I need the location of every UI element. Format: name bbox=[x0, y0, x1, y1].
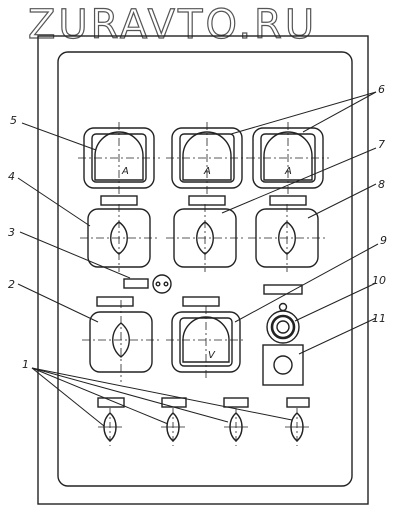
ammeter-right-letter: A bbox=[284, 166, 292, 177]
switch-4 bbox=[80, 204, 158, 272]
switch-7 bbox=[166, 204, 244, 272]
callout-label-7: 7 bbox=[378, 138, 385, 151]
ammeter-center-letter: A bbox=[203, 166, 211, 177]
callout-label-9: 9 bbox=[380, 234, 387, 247]
callout-label-5: 5 bbox=[10, 114, 17, 127]
small-switch-1c bbox=[223, 397, 249, 446]
callout-label-3: 3 bbox=[8, 226, 15, 239]
callout-label-4: 4 bbox=[8, 170, 15, 183]
label-plate bbox=[263, 284, 303, 295]
callout-label-8: 8 bbox=[378, 178, 385, 191]
panel-inner-frame bbox=[57, 51, 353, 487]
callout-label-6: 6 bbox=[378, 83, 385, 96]
ammeter-left: A bbox=[78, 122, 160, 194]
switch-2 bbox=[82, 300, 160, 382]
small-switch-1d bbox=[285, 397, 310, 446]
ammeter-left-letter: A bbox=[121, 166, 129, 177]
label-plate bbox=[96, 296, 134, 307]
watermark-logo: ZURAVTO.RU bbox=[27, 1, 318, 48]
callout-label-10: 10 bbox=[372, 274, 386, 287]
label-plate bbox=[182, 296, 220, 307]
label-plate bbox=[100, 195, 138, 206]
label-plate bbox=[188, 195, 226, 206]
ammeter-center: A bbox=[166, 122, 248, 194]
callout-label-11: 11 bbox=[372, 312, 386, 325]
callout-labels: 1 2 3 4 5 6 7 8 9 10 11 bbox=[8, 83, 387, 371]
label-plate bbox=[123, 278, 149, 289]
callout-label-1: 1 bbox=[22, 358, 29, 371]
leader-lines bbox=[17, 91, 379, 427]
ammeter-right: A bbox=[247, 122, 329, 194]
callout-label-2: 2 bbox=[8, 278, 15, 291]
label-plate bbox=[269, 195, 307, 206]
push-button-11 bbox=[262, 344, 304, 386]
voltmeter-letter: V bbox=[208, 350, 216, 361]
switch-8 bbox=[248, 204, 326, 272]
voltmeter-9: V bbox=[166, 306, 246, 378]
small-switch-1a bbox=[97, 397, 125, 446]
indicator-lamp-10 bbox=[266, 302, 300, 344]
small-switch-1b bbox=[161, 397, 187, 446]
panel-outer-frame bbox=[37, 35, 369, 505]
signal-lamp-3 bbox=[152, 274, 172, 294]
